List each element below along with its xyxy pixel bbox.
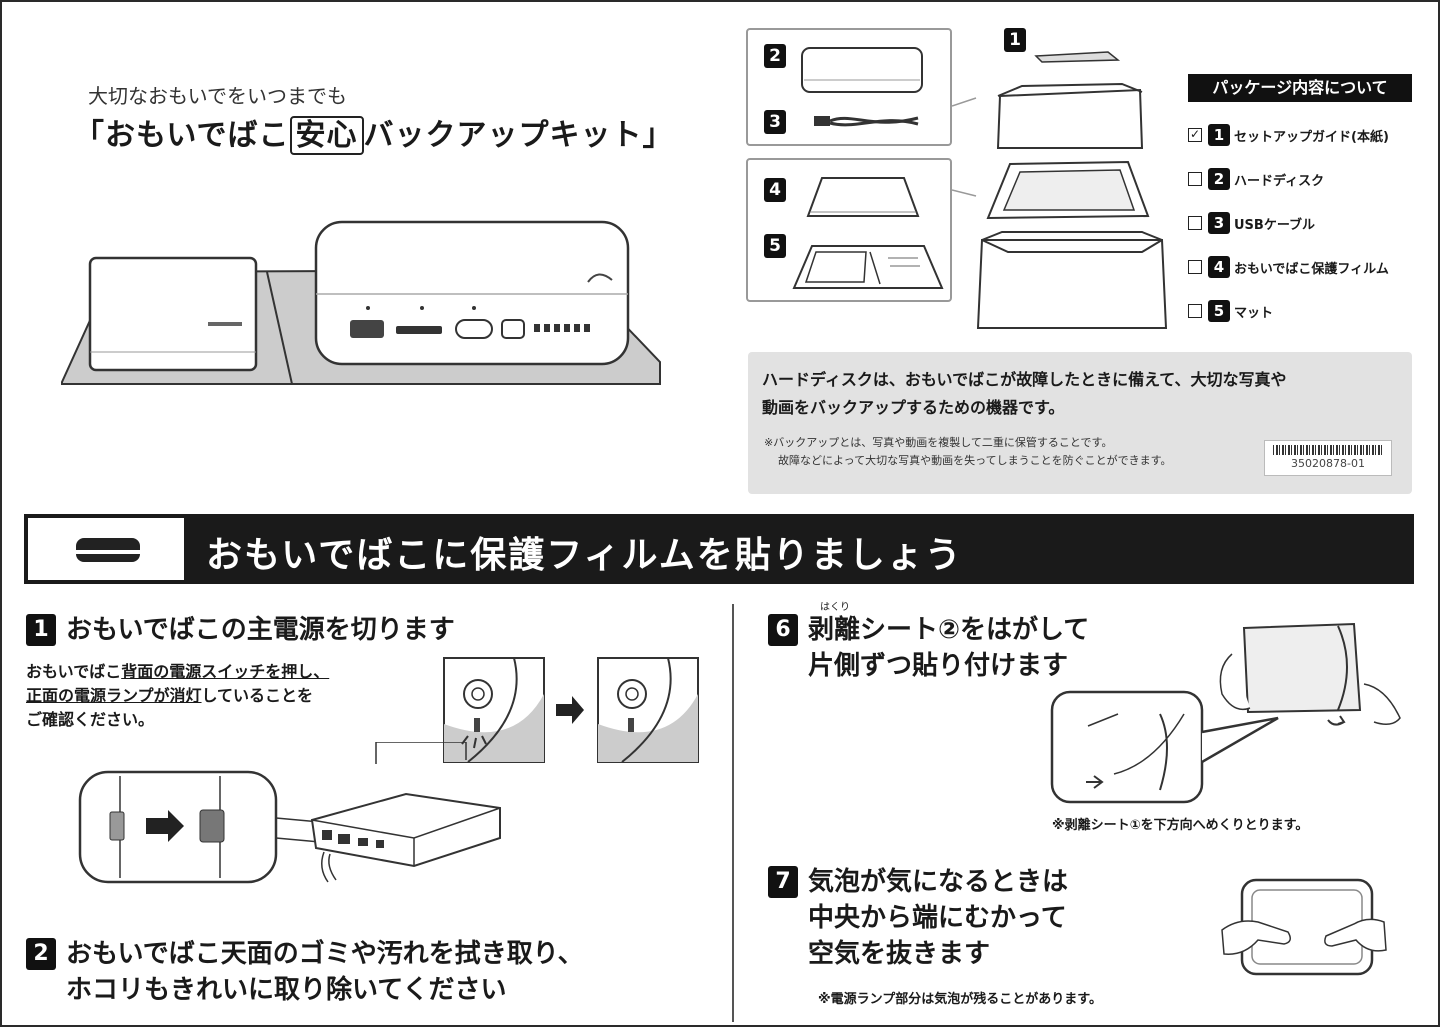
checked-box-icon: ✓: [1188, 127, 1202, 142]
checkbox-icon: [1188, 216, 1202, 230]
part-number-1: 1: [1004, 28, 1026, 52]
info-text: ハードディスクは、おもいでばこが故障したときに備えて、大切な写真や 動画をバック…: [762, 366, 1402, 422]
step-7-note: ※電源ランプ部分は気泡が残ることがあります。: [818, 992, 1102, 1007]
step-2-title: 2 おもいでばこ天面のゴミや汚れを拭き取り、 ホコリもきれいに取り除いてください: [26, 936, 584, 1008]
product-title: 「おもいでばこ安心バックアップキット」: [74, 110, 674, 155]
checkbox-icon: [1188, 172, 1202, 186]
item-number: 5: [1208, 300, 1230, 322]
tagline: 大切なおもいでをいつまでも: [88, 84, 347, 108]
hero-product-illustration: [61, 220, 661, 385]
protective-film-drawing: [806, 177, 920, 217]
banner-title: おもいでばこに保護フィルムを貼りましょう: [206, 535, 963, 576]
part-number-5: 5: [764, 234, 786, 258]
barcode-number: 35020878-01: [1291, 457, 1365, 470]
info-note: ※バックアップとは、写真や動画を複製して二重に保管することです。 故障などによっ…: [764, 434, 1171, 470]
step-2-title-line-1: おもいでばこ天面のゴミや汚れを拭き取り、: [66, 939, 584, 969]
usb-cable-drawing: [814, 116, 919, 127]
info-note-1: ※バックアップとは、写真や動画を複製して二重に保管することです。: [764, 436, 1113, 449]
peel-sheet-illustration: [1050, 622, 1401, 804]
product-title-pre: 「おもいでばこ: [74, 118, 290, 153]
step-7-number: 7: [768, 866, 798, 898]
product-title-post: バックアップキット」: [363, 118, 674, 153]
step-1-title: 1 おもいでばこの主電源を切ります: [26, 612, 455, 648]
step-1-description: おもいでばこ背面の電源スイッチを押し、 正面の電源ランプが消灯していることを ご…: [26, 660, 329, 732]
parts-box-film-mat: 4 5: [746, 158, 952, 302]
step-1-desc-part: ご確認ください。: [26, 710, 155, 729]
step-7-title-line-2: 中央から端にむかって: [808, 903, 1067, 933]
mat-drawing: [792, 245, 944, 289]
product-title-boxed: 安心: [289, 116, 364, 155]
info-note-2: 故障などによって大切な写真や動画を失ってしまうことを防ぐことができます。: [778, 454, 1172, 467]
item-number: 2: [1208, 168, 1230, 190]
item-label: おもいでばこ保護フィルム: [1234, 261, 1389, 277]
power-switch-illustration: [78, 742, 501, 884]
step-2-title-line-2: ホコリもきれいに取り除いてください: [66, 975, 507, 1005]
hard-disk-drawing: [801, 47, 923, 93]
barcode: 35020878-01: [1264, 440, 1392, 476]
step-6-number: 6: [768, 614, 798, 646]
step-1-desc-part: していることを: [201, 686, 314, 705]
step-7-title: 7 気泡が気になるときは 中央から端にむかって 空気を抜きます: [768, 864, 1068, 972]
item-number: 3: [1208, 212, 1230, 234]
air-bubble-illustration: [1221, 878, 1387, 976]
step-6-title-line-1: 剥離シート②をはがして: [808, 615, 1090, 645]
item-number: 4: [1208, 256, 1230, 278]
info-box: ハードディスクは、おもいでばこが故障したときに備えて、大切な写真や 動画をバック…: [748, 352, 1412, 494]
checkbox-icon: [1188, 304, 1202, 318]
power-lamp-zoom-illustration: [443, 657, 699, 763]
column-divider: [732, 604, 734, 1022]
part-number-2: 2: [764, 44, 786, 68]
device-icon: [76, 538, 140, 562]
package-box-exploded-drawing: [952, 51, 1168, 329]
step-6-ruby: はくり: [820, 602, 850, 613]
info-line-1: ハードディスクは、おもいでばこが故障したときに備えて、大切な写真や: [762, 370, 1287, 389]
info-line-2: 動画をバックアップするための機器です。: [762, 398, 1065, 417]
step-1-number: 1: [26, 614, 56, 646]
banner-icon-box: [28, 518, 184, 580]
item-label: マット: [1234, 305, 1274, 321]
item-label: ハードディスク: [1234, 173, 1325, 189]
step-6-title: 6 剥離シート②をはがして 片側ずつ貼り付けます: [768, 612, 1089, 684]
step-1-desc-underlined: 背面の電源スイッチを押し、: [121, 662, 330, 681]
step-1-title-text: おもいでばこの主電源を切ります: [66, 615, 455, 645]
part-number-4: 4: [764, 178, 786, 202]
barcode-bars-icon: [1273, 445, 1383, 455]
package-contents-header: パッケージ内容について: [1188, 74, 1412, 102]
item-label: セットアップガイド(本紙): [1234, 129, 1389, 145]
step-1-desc-part: おもいでばこ: [26, 662, 122, 681]
step-2-number: 2: [26, 938, 56, 970]
step-1-desc-underlined: 正面の電源ランプが消灯: [26, 686, 202, 705]
section-banner: おもいでばこに保護フィルムを貼りましょう: [24, 514, 1414, 584]
step-6-note: ※剥離シート①を下方向へめくりとります。: [1052, 818, 1309, 833]
parts-box-disk-cable: 2 3: [746, 28, 952, 146]
step-7-title-line-1: 気泡が気になるときは: [808, 867, 1069, 897]
part-number-3: 3: [764, 110, 786, 134]
checkbox-icon: [1188, 260, 1202, 274]
step-7-title-line-3: 空気を抜きます: [808, 939, 991, 969]
step-6-title-line-2: 片側ずつ貼り付けます: [808, 651, 1069, 681]
item-number: 1: [1208, 124, 1230, 146]
item-label: USBケーブル: [1234, 217, 1316, 233]
